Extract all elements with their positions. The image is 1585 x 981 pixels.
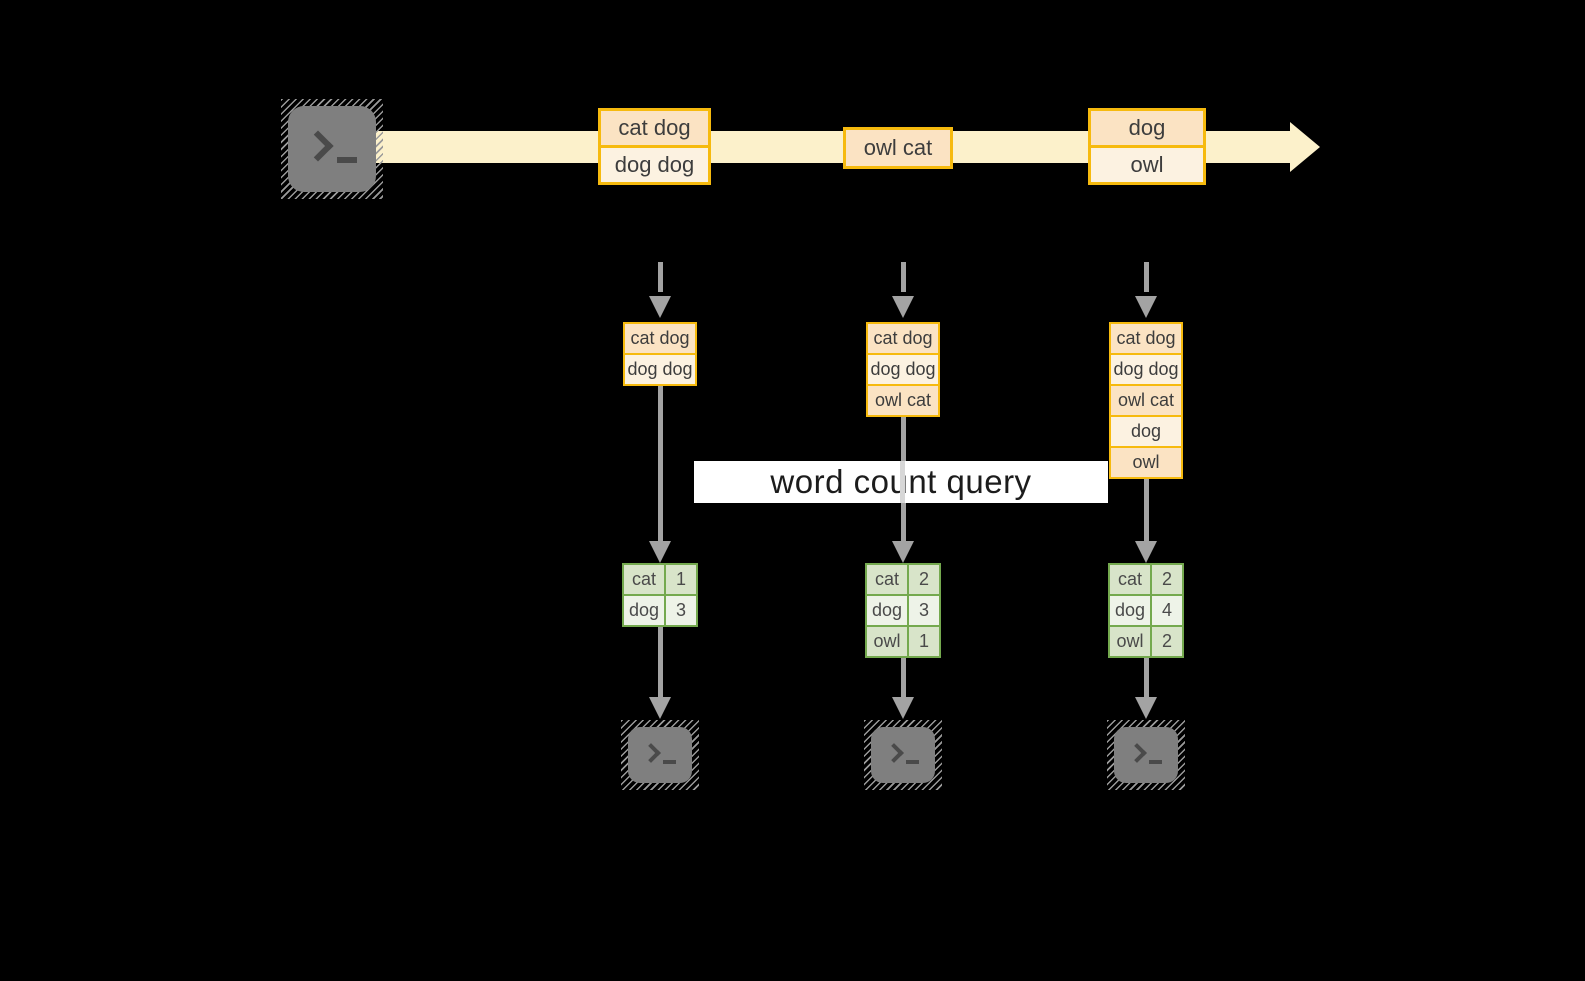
count-value-cell: 2	[1152, 627, 1182, 656]
sink-terminal-icon	[621, 720, 699, 790]
terminal-prompt-cursor-icon	[337, 157, 357, 163]
down-arrowhead-icon	[892, 697, 914, 719]
stream-timeline-arrowhead-icon	[1290, 122, 1320, 172]
down-arrow-line	[657, 386, 663, 545]
source-terminal-icon	[281, 99, 383, 199]
terminal-screen	[1114, 727, 1178, 783]
count-table-1: cat 1 dog 3	[622, 563, 698, 627]
terminal-screen	[288, 106, 376, 192]
snapshot-stack-1: cat dog dog dog	[623, 322, 697, 386]
snapshot-record: cat dog	[868, 324, 938, 353]
count-value-cell: 3	[909, 596, 939, 625]
count-table-2: cat 2 dog 3 owl 1	[865, 563, 941, 658]
sink-terminal-icon	[1107, 720, 1185, 790]
down-arrowhead-icon	[649, 541, 671, 563]
count-value-cell: 4	[1152, 596, 1182, 625]
snapshot-record: owl cat	[868, 386, 938, 415]
terminal-prompt-cursor-icon	[663, 760, 676, 764]
count-word-cell: dog	[867, 596, 907, 625]
snapshot-record: cat dog	[1111, 324, 1181, 353]
count-word-cell: cat	[1110, 565, 1150, 594]
event-record: owl cat	[846, 130, 950, 166]
count-word-cell: dog	[1110, 596, 1150, 625]
snapshot-record: dog dog	[1111, 355, 1181, 384]
count-value-cell: 2	[909, 565, 939, 594]
snapshot-record: dog	[1111, 417, 1181, 446]
down-arrowhead-icon	[892, 541, 914, 563]
event-box-3: dog owl	[1088, 108, 1206, 185]
terminal-screen	[628, 727, 692, 783]
down-arrow-dash	[1143, 262, 1149, 292]
snapshot-record: owl	[1111, 448, 1181, 477]
snapshot-record: dog dog	[868, 355, 938, 384]
down-arrow-line	[657, 627, 663, 700]
event-record: cat dog	[601, 111, 708, 145]
snapshot-stack-3: cat dog dog dog owl cat dog owl	[1109, 322, 1183, 479]
count-value-cell: 2	[1152, 565, 1182, 594]
snapshot-stack-2: cat dog dog dog owl cat	[866, 322, 940, 417]
down-arrowhead-icon	[649, 296, 671, 318]
terminal-prompt-chevron-icon	[641, 743, 661, 763]
count-value-cell: 1	[909, 627, 939, 656]
terminal-prompt-cursor-icon	[906, 760, 919, 764]
down-arrowhead-icon	[892, 296, 914, 318]
down-arrowhead-icon	[1135, 541, 1157, 563]
snapshot-record: dog dog	[625, 355, 695, 384]
event-box-2: owl cat	[843, 127, 953, 169]
count-value-cell: 3	[666, 596, 696, 625]
down-arrow-line	[1143, 658, 1149, 700]
down-arrow-line	[900, 658, 906, 700]
snapshot-record: owl cat	[1111, 386, 1181, 415]
event-record: owl	[1091, 148, 1203, 182]
count-table-3: cat 2 dog 4 owl 2	[1108, 563, 1184, 658]
event-box-1: cat dog dog dog	[598, 108, 711, 185]
count-word-cell: owl	[1110, 627, 1150, 656]
count-word-cell: cat	[867, 565, 907, 594]
sink-terminal-icon	[864, 720, 942, 790]
terminal-prompt-cursor-icon	[1149, 760, 1162, 764]
terminal-prompt-chevron-icon	[1127, 743, 1147, 763]
query-banner: word count query	[694, 461, 1108, 503]
down-arrowhead-icon	[1135, 296, 1157, 318]
down-arrowhead-icon	[1135, 697, 1157, 719]
count-word-cell: owl	[867, 627, 907, 656]
terminal-prompt-chevron-icon	[884, 743, 904, 763]
down-arrowhead-icon	[649, 697, 671, 719]
event-record: dog	[1091, 111, 1203, 145]
count-word-cell: dog	[624, 596, 664, 625]
terminal-screen	[871, 727, 935, 783]
down-arrow-dash	[657, 262, 663, 292]
arrow-through-banner	[900, 461, 905, 503]
event-record: dog dog	[601, 148, 708, 182]
down-arrow-dash	[900, 262, 906, 292]
count-value-cell: 1	[666, 565, 696, 594]
down-arrow-line	[1143, 479, 1149, 545]
snapshot-record: cat dog	[625, 324, 695, 353]
count-word-cell: cat	[624, 565, 664, 594]
terminal-prompt-chevron-icon	[302, 130, 334, 162]
